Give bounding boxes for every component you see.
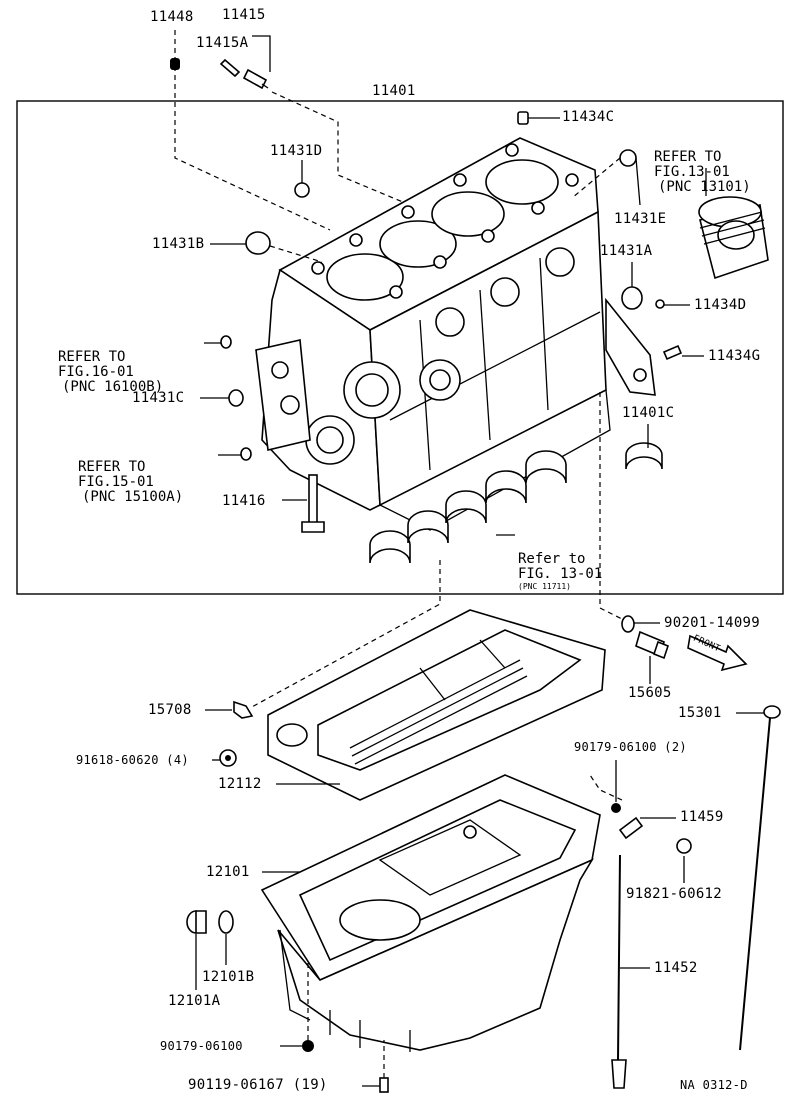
- nut-90179: [302, 1040, 314, 1052]
- bracket-11459: [618, 816, 644, 840]
- engine-block: [255, 137, 656, 531]
- drain-plug-12101a: [186, 910, 207, 934]
- leader-11415: [252, 35, 271, 72]
- plug-11431c: [228, 389, 244, 407]
- label-11434d: 11434D: [694, 297, 747, 313]
- label-12112: 12112: [218, 776, 262, 792]
- bolt-11416: [301, 474, 325, 533]
- label-15708: 15708: [148, 702, 192, 718]
- label-11431c: 11431C: [132, 390, 185, 406]
- plug-11415: [242, 68, 269, 90]
- label-12101a: 12101A: [168, 993, 221, 1009]
- plug-fig15: [240, 447, 252, 461]
- label-11415a: 11415A: [196, 35, 249, 51]
- label-11431d: 11431D: [270, 143, 323, 159]
- thrust-washer-11401c: [625, 442, 663, 470]
- label-91618: 91618-60620 (4): [76, 753, 189, 767]
- plug-11431b: [245, 231, 271, 255]
- label-11431e: 11431E: [614, 211, 667, 227]
- label-12101: 12101: [206, 864, 250, 880]
- oil-pan-gasket: [267, 609, 606, 801]
- dipstick-guide-11452: [611, 854, 627, 1089]
- bolt-90119: [379, 1077, 389, 1093]
- oring-91821: [676, 838, 692, 854]
- label-11401c: 11401C: [622, 405, 675, 421]
- label-11452: 11452: [654, 960, 698, 976]
- label-11459: 11459: [680, 809, 724, 825]
- label-90179-2: 90179-06100 (2): [574, 740, 687, 754]
- piston: [698, 196, 769, 280]
- leader-bearing: [599, 392, 625, 621]
- plug-11448: [170, 58, 180, 70]
- label-91821: 91821-60612: [626, 886, 723, 902]
- clip-15708: [233, 700, 254, 719]
- plug-11431a: [621, 286, 643, 310]
- gasket-12101b: [218, 910, 234, 934]
- diagram-code: NA 0312-D: [680, 1078, 748, 1092]
- label-15605: 15605: [628, 685, 672, 701]
- drain-plug-15605: [635, 630, 669, 660]
- label-11448: 11448: [150, 9, 194, 25]
- plug-11431e: [619, 149, 637, 167]
- plug-fig16: [220, 335, 232, 349]
- label-11434g: 11434G: [708, 348, 761, 364]
- bolt-90179-2: [611, 803, 621, 813]
- oil-pan: [260, 774, 601, 1052]
- label-11401: 11401: [372, 83, 416, 99]
- front-arrow: [687, 634, 748, 672]
- block-group-frame: [16, 100, 784, 595]
- label-12101b: 12101B: [202, 969, 255, 985]
- leader-11415-dash: [271, 91, 411, 206]
- label-15301: 15301: [678, 705, 722, 721]
- label-11415: 11415: [222, 7, 266, 23]
- label-11431b: 11431B: [152, 236, 205, 252]
- plug-11434c: [517, 111, 529, 125]
- plug-11434g: [662, 344, 683, 361]
- label-11431a: 11431A: [600, 243, 653, 259]
- washer-90201: [621, 615, 635, 633]
- plug-11415a: [219, 58, 241, 78]
- label-90179: 90179-06100: [160, 1039, 243, 1053]
- label-11434c: 11434C: [562, 109, 615, 125]
- plug-11431d: [294, 182, 310, 198]
- leader-11448: [174, 30, 331, 231]
- plug-11434d: [655, 299, 665, 309]
- label-11416: 11416: [222, 493, 266, 509]
- label-90119: 90119-06167 (19): [188, 1077, 328, 1093]
- label-90201: 90201-14099: [664, 615, 761, 631]
- crank-bearings: [369, 450, 567, 564]
- dipstick-15301: [739, 705, 781, 1051]
